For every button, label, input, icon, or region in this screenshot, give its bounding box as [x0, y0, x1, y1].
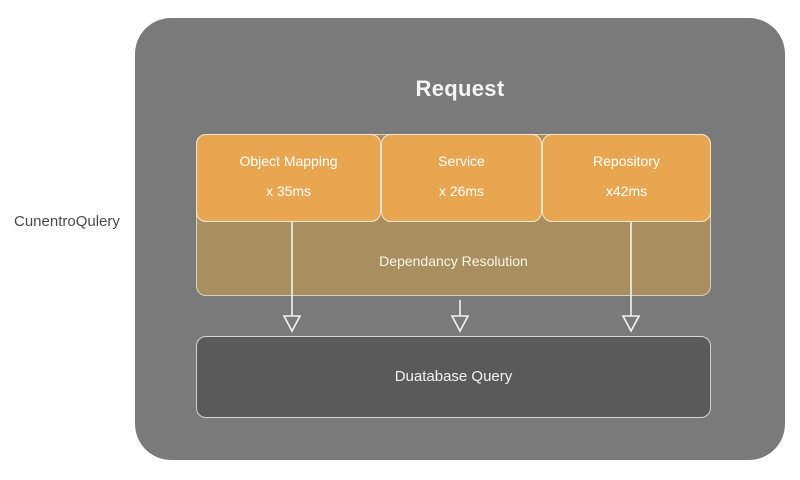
- side-label: CunentroQulery: [14, 213, 120, 230]
- database-query-box: Duatabase Query: [196, 336, 711, 418]
- repository-time: x42ms: [605, 183, 648, 199]
- service-label: Service: [438, 153, 485, 169]
- repository-label: Repository: [593, 153, 660, 169]
- service-box: Service x 26ms: [381, 134, 542, 222]
- panel-title: Request: [415, 76, 505, 101]
- object-mapping-label: Object Mapping: [239, 153, 338, 169]
- object-mapping-box: Object Mapping x 35ms: [196, 134, 381, 222]
- service-time: x 26ms: [438, 183, 485, 199]
- arrow-service: [450, 300, 470, 333]
- repository-box: Repository x42ms: [542, 134, 711, 222]
- database-query-label: Duatabase Query: [394, 368, 513, 385]
- object-mapping-time: x 35ms: [265, 183, 312, 199]
- request-panel: Request Dependancy Resolution Object Map…: [135, 18, 785, 460]
- dependency-resolution-label: Dependancy Resolution: [379, 253, 528, 269]
